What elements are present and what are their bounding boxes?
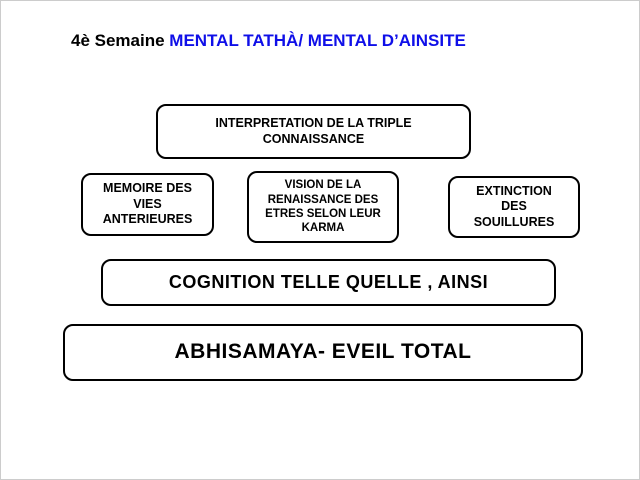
title-prefix: 4è Semaine — [71, 31, 170, 50]
box-abhisamaya-eveil-total: ABHISAMAYA- EVEIL TOTAL — [63, 324, 583, 381]
box-memoire-vies-anterieures: MEMOIRE DES VIES ANTERIEURES — [81, 173, 214, 236]
title-highlight: MENTAL TATHÀ/ MENTAL D’AINSITE — [169, 31, 466, 50]
box-interpretation-triple-connaissance: INTERPRETATION DE LA TRIPLE CONNAISSANCE — [156, 104, 471, 159]
box-extinction-souillures: EXTINCTION DES SOUILLURES — [448, 176, 580, 238]
box-cognition-telle-quelle: COGNITION TELLE QUELLE , AINSI — [101, 259, 556, 306]
slide-title: 4è Semaine MENTAL TATHÀ/ MENTAL D’AINSIT… — [71, 31, 466, 51]
box-vision-renaissance-karma: VISION DE LA RENAISSANCE DES ETRES SELON… — [247, 171, 399, 243]
